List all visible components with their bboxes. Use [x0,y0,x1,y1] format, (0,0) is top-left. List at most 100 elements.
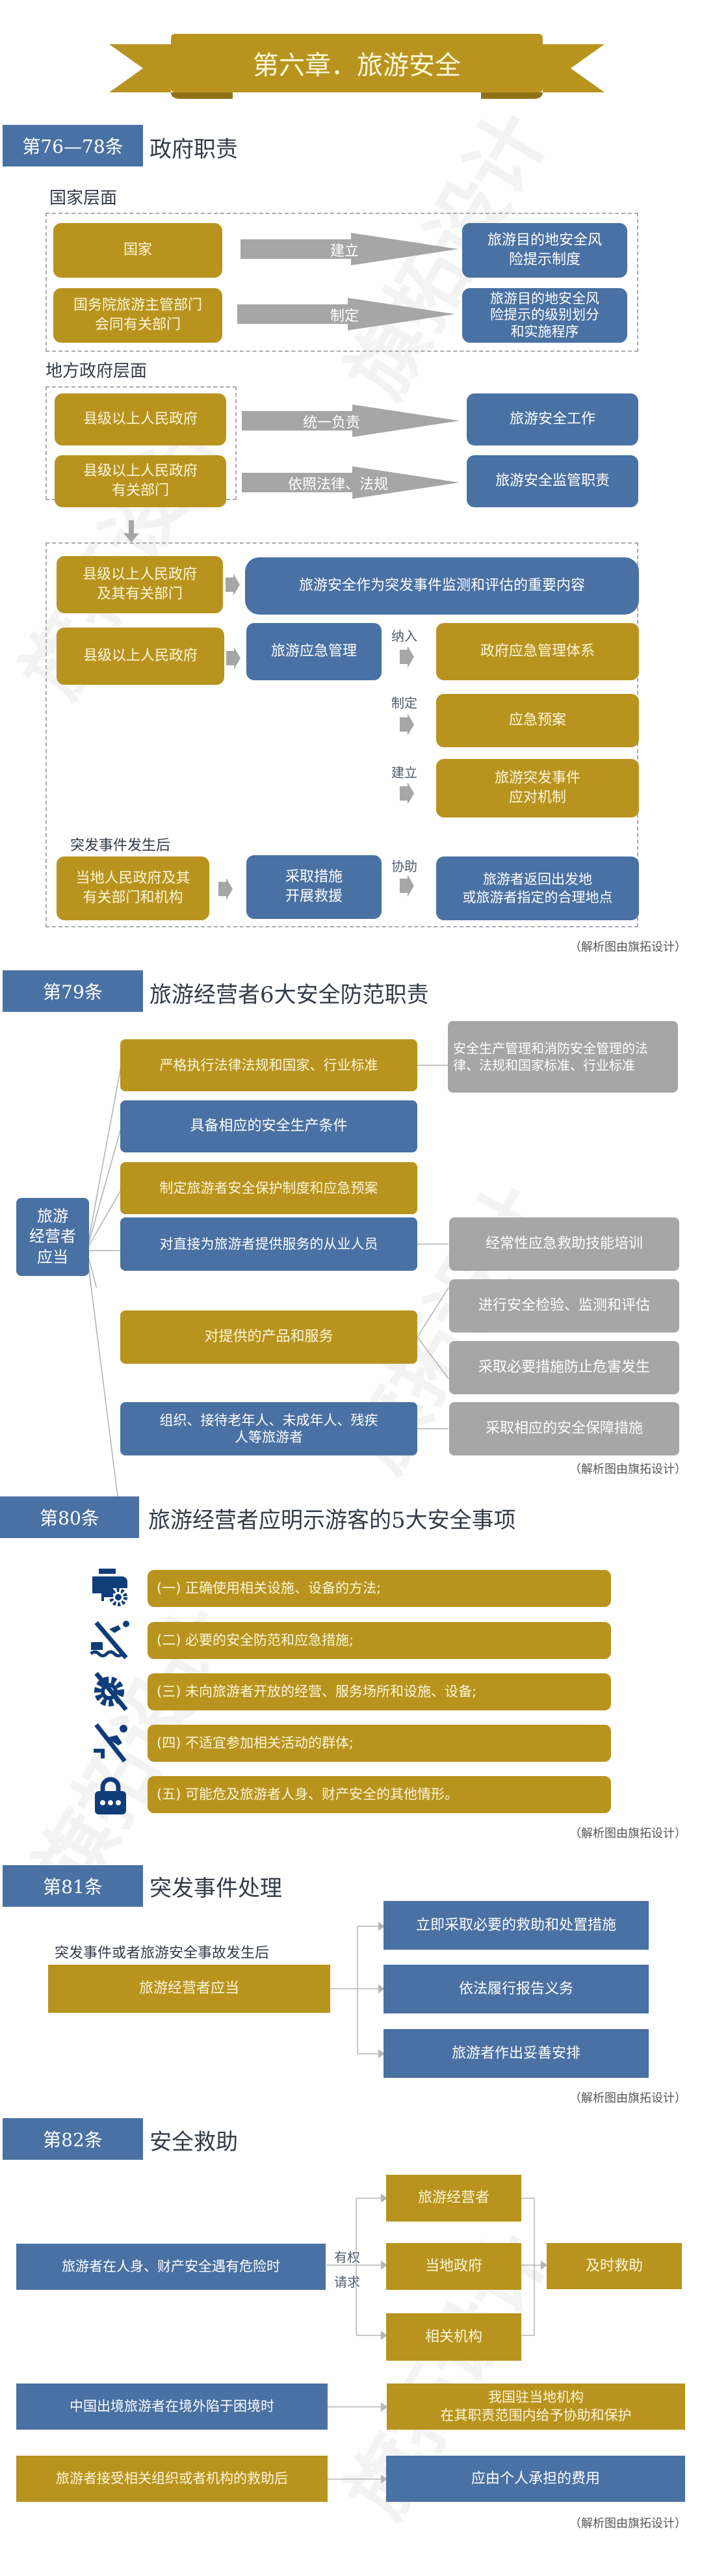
result-box: 旅游安全监管职责 [467,455,638,507]
detail-box: 进行安全检验、监测和评估 [449,1279,679,1333]
outcome-box: 政府应急管理体系 [436,623,639,680]
duty-item: 对直接为旅游者提供服务的从业人员 [120,1217,417,1271]
design-credit: （解析图由旗拓设计） [569,1463,686,1476]
fat-arrow-icon [237,298,455,330]
section-title: 突发事件处理 [150,1876,282,1902]
no-diving-icon [90,1621,129,1659]
outcome-box: 及时救助 [547,2243,682,2289]
notice-item: (五) 可能危及旅游者人身、财产安全的其他情形。 [148,1776,611,1813]
fat-arrow-icon [240,233,458,265]
national-group [46,213,638,352]
chevron-arrow-icon [400,782,414,804]
process-box: 采取措施 开展救援 [246,855,382,919]
result-box: 旅游安全作为突发事件监测和评估的重要内容 [245,557,639,615]
notice-item: (一) 正确使用相关设施、设备的方法; [148,1570,611,1607]
branch-verb: 协助 [391,858,417,874]
design-credit: （解析图由旗拓设计） [569,2517,686,2530]
helper-box: 当地政府 [386,2243,521,2290]
section-title: 旅游经营者应明示游客的5大安全事项 [148,1507,516,1534]
chevron-arrow-icon [400,713,414,736]
actor-box: 县级以上人民政府 及其有关部门 [57,556,223,613]
action-box: 旅游者作出妥善安排 [384,2029,649,2078]
padlock-icon [95,1777,126,1814]
branch-connector [330,1922,385,2058]
chevron-arrow-icon [218,878,233,900]
root-box: 旅游 经营者 应当 [16,1198,89,1276]
chapter-banner: 第六章．旅游安全 [109,33,604,105]
detail-box: 采取必要措施防止危害发生 [449,1341,679,1394]
chevron-arrow-icon [226,647,240,669]
chevron-arrow-icon [400,646,414,668]
chevron-arrow-icon [400,875,414,897]
actor-box: 国家 [53,223,222,278]
section-title: 安全救助 [150,2129,238,2155]
duty-item: 制定旅游者安全保护制度和应急预案 [120,1162,417,1214]
outcome-box: 我国驻当地机构 在其职责范围内给予协助和保护 [387,2383,685,2430]
section-title: 旅游经营者6大安全防范职责 [150,982,429,1008]
situation-box: 旅游者接受相关组织或者机构的救助后 [16,2456,328,2502]
connector-lines [86,1255,122,1522]
section-badge: 第76—78条 [3,125,143,166]
section-badge: 第80条 [0,1496,139,1538]
national-level-heading: 国家层面 [49,189,118,208]
connector-lines [86,1066,122,1288]
result-box: 旅游安全工作 [467,393,638,445]
outcome-box: 应由个人承担的费用 [386,2456,685,2502]
actor-box: 当地人民政府及其 有关部门和机构 [57,856,209,920]
design-credit: （解析图由旗拓设计） [569,2091,686,2105]
result-box: 旅游目的地安全风 险提示的级别划分 和实施程序 [462,288,627,343]
result-box: 旅游目的地安全风 险提示制度 [462,223,627,278]
branch-verb: 建立 [391,765,417,780]
situation-box: 中国出境旅游者在境外陷于困境时 [16,2383,328,2430]
arrow-label: 建立 [330,243,359,259]
helper-box: 旅游经营者 [386,2175,521,2222]
outcome-box: 旅游者返回出发地 或旅游者指定的合理地点 [436,856,639,920]
local-level-heading: 地方政府层面 [46,362,148,381]
notice-item: (四) 不适宜参加相关活动的群体; [148,1725,611,1762]
branch-verb: 纳入 [391,628,417,644]
duty-item: 组织、接待老年人、未成年人、残疾 人等旅游者 [120,1402,417,1455]
actor-box: 县级以上人民政府 [55,393,226,445]
outcome-box: 旅游突发事件 应对机制 [436,759,639,817]
chevron-arrow-icon [226,574,240,596]
detail-box: 采取相应的安全保障措施 [449,1402,679,1455]
action-box: 依法履行报告义务 [384,1965,649,2013]
no-gear-icon [94,1672,128,1711]
duty-item: 严格执行法律法规和国家、行业标准 [120,1039,417,1091]
actor-box: 县级以上人民政府 [57,628,224,685]
duty-item: 对提供的产品和服务 [120,1310,417,1364]
detail-connectors [417,1065,449,1429]
event-caption: 突发事件发生后 [70,838,171,854]
event-caption: 突发事件或者旅游安全事故发生后 [55,1945,270,1961]
detail-box: 经常性应急救助技能培训 [449,1217,679,1271]
process-box: 旅游应急管理 [246,623,382,680]
branch-connector [325,2194,547,2340]
section-badge: 第82条 [3,2118,143,2160]
actor-box: 国务院旅游主管部门 会同有关部门 [53,288,222,343]
duty-item: 具备相应的安全生产条件 [120,1100,417,1152]
ribbon-shape [109,34,604,99]
helper-box: 相关机构 [386,2313,521,2361]
actor-box: 县级以上人民政府 有关部门 [55,455,226,507]
outcome-box: 应急预案 [436,694,639,747]
section-badge: 第79条 [3,970,143,1012]
branch-verb: 制定 [391,695,417,711]
design-credit: （解析图由旗拓设计） [569,1827,686,1840]
arrow-connector [328,2402,387,2411]
arrow-label: 制定 [330,308,359,325]
down-arrow-icon [124,520,139,542]
notice-item: (二) 必要的安全防范和应急措施; [148,1622,611,1659]
section-title: 政府职责 [150,137,238,163]
detail-box: 安全生产管理和消防安全管理的法律、法规和国家标准、行业标准 [448,1021,678,1093]
source-box: 旅游经营者应当 [48,1965,330,2013]
chapter-title: 第六章．旅游安全 [253,51,461,81]
arrow-label: 依照法律、法规 [287,477,388,493]
no-running-icon [94,1723,127,1762]
equipment-gear-icon [92,1569,127,1606]
situation-box: 旅游者在人身、财产安全遇有危险时 [16,2244,326,2290]
section-badge: 第81条 [3,1865,143,1907]
action-box: 立即采取必要的救助和处置措施 [384,1901,649,1950]
notice-item: (三) 未向旅游者开放的经营、服务场所和设施、设备; [148,1673,611,1710]
arrow-connector [328,2475,387,2484]
fat-arrow-icon [242,405,460,437]
